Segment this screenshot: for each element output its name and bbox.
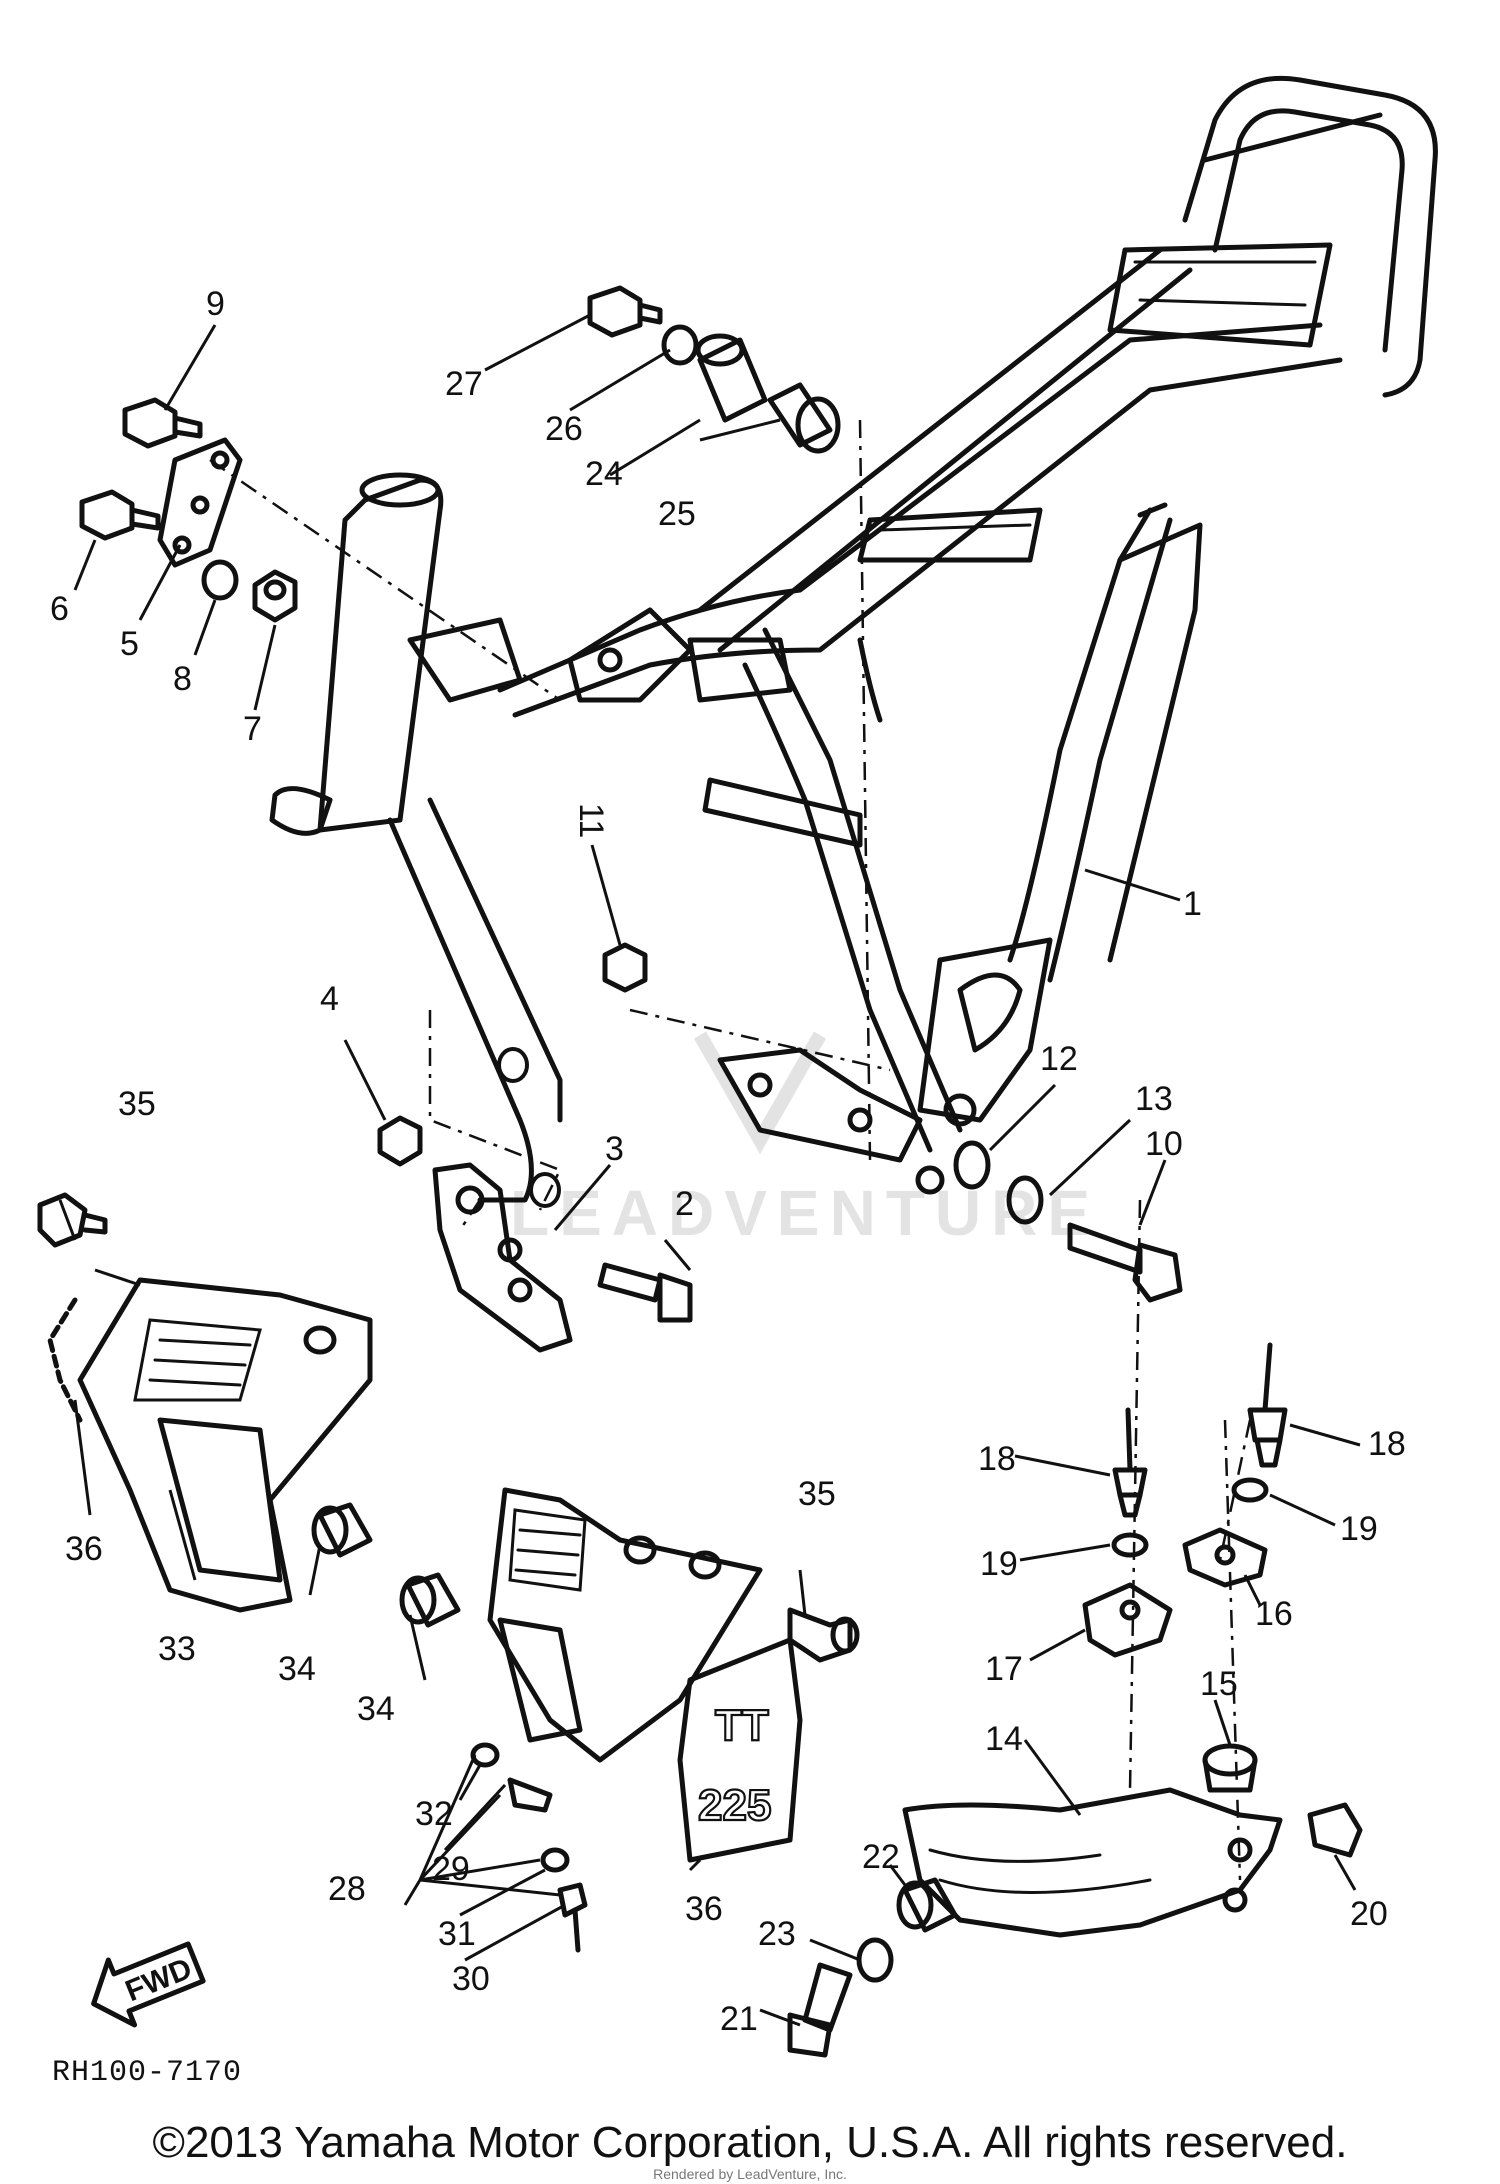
callout-12: 12 (1040, 1040, 1078, 1078)
callout-22: 22 (862, 1838, 900, 1876)
callout-32: 32 (415, 1795, 453, 1833)
callout-9: 9 (206, 285, 225, 323)
callout-36-left: 36 (65, 1530, 103, 1568)
emblem-36: TT 225 (677, 1637, 803, 1863)
copyright-notice: ©2013 Yamaha Motor Corporation, U.S.A. A… (152, 2118, 1348, 2167)
callout-23: 23 (758, 1915, 796, 1953)
collar-23 (856, 1937, 894, 1983)
main-frame (269, 75, 1438, 1208)
callout-19-right: 19 (1340, 1510, 1378, 1548)
callout-16: 16 (1255, 1595, 1293, 1633)
callout-20: 20 (1350, 1895, 1388, 1933)
emblem-letters: TT (715, 1701, 769, 1750)
damper-34-right (399, 1572, 461, 1628)
watermark: LEADVENTURE (510, 1177, 1100, 1249)
bolt-10 (1067, 1222, 1183, 1303)
callout-21: 21 (720, 2000, 758, 2038)
callout-7: 7 (243, 710, 262, 748)
side-cover-left (47, 1277, 373, 1613)
nut-4 (377, 1115, 423, 1167)
callout-8: 8 (173, 660, 192, 698)
callout-30: 30 (452, 1960, 490, 1998)
engine-bracket-3 (432, 1162, 573, 1353)
screw-30 (557, 1882, 588, 1953)
skid-plate-14 (902, 1787, 1283, 1938)
callout-18-right: 18 (1368, 1425, 1406, 1463)
damper-34-left (311, 1502, 373, 1558)
callout-5: 5 (120, 625, 139, 663)
callout-19-left: 19 (980, 1545, 1018, 1583)
callout-31: 31 (438, 1915, 476, 1953)
callout-2: 2 (675, 1185, 694, 1223)
callout-13: 13 (1135, 1080, 1173, 1118)
callout-25: 25 (658, 495, 696, 533)
washer-31 (540, 1847, 570, 1873)
cap-15 (1202, 1743, 1258, 1793)
rivet-18-right (1247, 1342, 1288, 1468)
grommet-22 (896, 1877, 958, 1933)
clip-20 (1307, 1802, 1363, 1858)
bolt-6 (79, 489, 161, 541)
callout-36-right: 36 (685, 1890, 723, 1928)
bush-25 (767, 382, 841, 454)
callout-1: 1 (1183, 885, 1202, 923)
bolt-2 (597, 1262, 693, 1323)
callout-4: 4 (320, 980, 339, 1018)
watermark-logo (693, 1031, 827, 1155)
callout-17: 17 (985, 1650, 1023, 1688)
callout-28: 28 (328, 1870, 366, 1908)
callout-34-left: 34 (278, 1650, 316, 1688)
rendered-by-note: Rendered by LeadVenture, Inc. (653, 2166, 847, 2182)
callout-29: 29 (432, 1850, 470, 1888)
washer-8 (201, 559, 239, 601)
washer-19-right (1231, 1477, 1269, 1503)
washer-12 (953, 1140, 991, 1190)
washer-13 (1006, 1175, 1044, 1225)
callout-3: 3 (605, 1130, 624, 1168)
callout-14: 14 (985, 1720, 1023, 1758)
bolt-35-left (37, 1192, 108, 1248)
side-cover-right (487, 1487, 763, 1763)
nut-11 (602, 942, 648, 993)
leader-lines (58, 313, 1361, 2027)
nut-7 (252, 569, 298, 623)
nut-plate-17 (1082, 1582, 1173, 1658)
rivet-18-left (1112, 1407, 1148, 1518)
collar-24 (695, 333, 768, 423)
callout-6: 6 (50, 590, 69, 628)
callout-35-left: 35 (118, 1085, 156, 1123)
callout-34-right: 34 (357, 1690, 395, 1728)
bolt-21 (787, 1962, 853, 2058)
drawing-code: RH100-7170 (52, 2056, 242, 2090)
bolt-9 (122, 397, 203, 449)
callout-27: 27 (445, 365, 483, 403)
fwd-arrow: FWD (91, 1941, 206, 2028)
bolt-35-right (787, 1607, 860, 1663)
plate-5 (157, 437, 243, 568)
washer-19-left (1111, 1532, 1149, 1558)
callout-15: 15 (1200, 1665, 1238, 1703)
callout-26: 26 (545, 410, 583, 448)
callout-numbers: 1 2 3 4 5 6 7 8 9 10 11 12 13 14 15 16 1… (50, 285, 1406, 2038)
callout-33: 33 (158, 1630, 196, 1668)
washer-26 (661, 324, 699, 366)
callout-10: 10 (1145, 1125, 1183, 1163)
callout-18-left: 18 (978, 1440, 1016, 1478)
callout-11: 11 (572, 803, 610, 838)
bracket-16 (1182, 1527, 1268, 1588)
nut-32 (470, 1742, 500, 1768)
emblem-number: 225 (698, 1781, 771, 1830)
callout-24: 24 (585, 455, 623, 493)
bolt-27 (587, 285, 663, 338)
clip-29 (507, 1777, 553, 1813)
callout-35-right: 35 (798, 1475, 836, 1513)
